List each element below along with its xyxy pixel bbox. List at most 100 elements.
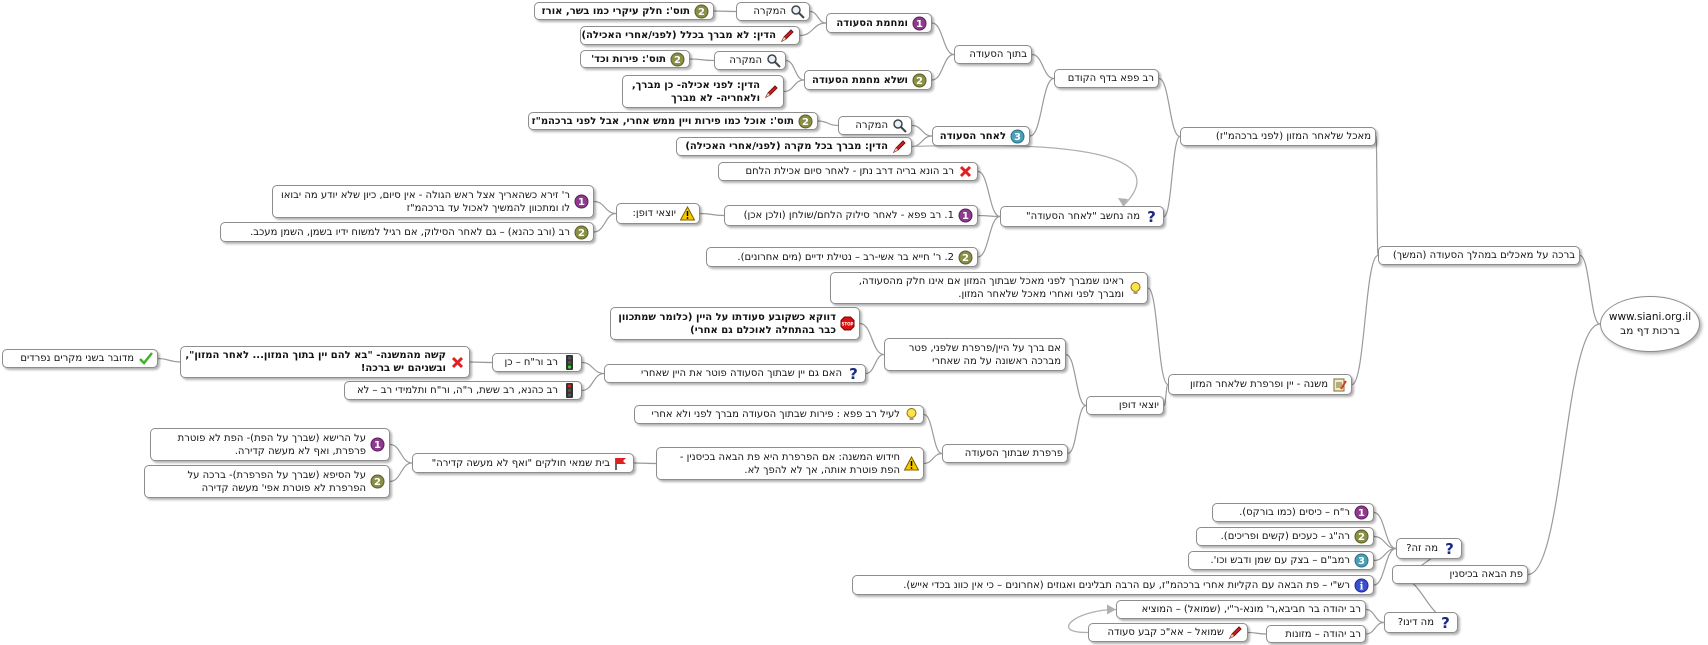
connector-2 <box>1375 135 1379 257</box>
connector-39 <box>389 462 413 483</box>
number-3-icon: 3 <box>1354 553 1369 568</box>
umachmat-mikre[interactable]: המקרה <box>736 2 810 21</box>
leachar-mikre[interactable]: המקרה <box>838 116 912 135</box>
svg-text:1: 1 <box>1358 508 1365 519</box>
connector-13 <box>785 59 805 81</box>
svg-text:1: 1 <box>962 211 969 222</box>
veshelo-mikre[interactable]: המקרה <box>714 51 786 70</box>
im-barach[interactable]: אם ברך על היין/פרפרת שלפני, פטר מברכה רא… <box>884 338 1066 371</box>
question-icon: ? <box>1144 208 1159 226</box>
svg-text:?: ? <box>849 366 858 381</box>
connector-27 <box>1065 353 1087 407</box>
red-cross-icon <box>958 164 973 179</box>
number-1-icon: 1 <box>1354 505 1369 520</box>
connector-21 <box>977 215 1001 258</box>
red-cross-icon <box>450 355 465 370</box>
connector-16 <box>911 124 933 137</box>
topic-parperet[interactable]: פרפרת שבתוך הסעודה <box>942 444 1068 463</box>
veshelo-din[interactable]: הדין: לפני אכילה- כן מברך, ולאחריה- לא מ… <box>622 75 784 108</box>
relationship-arrow-2 <box>1067 608 1117 634</box>
connector-24 <box>593 212 617 233</box>
number-2-icon: 2 <box>670 52 685 67</box>
connector-35 <box>923 413 943 455</box>
question-icon: ? <box>1442 540 1457 558</box>
topic-maachal-sheleachar[interactable]: מאכל שלאחר המזון (לפני ברכהמ"ז) <box>1180 127 1376 146</box>
umachmat-din[interactable]: הדין: לא מברך בכלל (לפני/אחרי האכילה) <box>580 26 800 45</box>
rav-yehuda-bar-chaviva[interactable]: רב יהודה בר חביבא,ר' מונא-ר"י, (שמואל) –… <box>1116 600 1366 619</box>
beit-shamai[interactable]: בית שמאי חולקים "ואף לא מעשה קדירה" <box>412 453 634 473</box>
chidush-hamishna[interactable]: חידוש המשנה: אם הפרפרת היא פת הבאה בכיסנ… <box>656 447 924 480</box>
connector-43 <box>1373 535 1397 550</box>
kashe-mimishna[interactable]: קשה מהמשנה- "בא להם יין בתוך המזון... לא… <box>180 346 470 378</box>
number-1-icon: 1 <box>958 208 973 223</box>
connector-28 <box>1067 404 1087 455</box>
svg-text:2: 2 <box>962 253 969 264</box>
leil-rav-papa[interactable]: לעיל רב פפא : פירות שבתוך הסעודה מברך לפ… <box>634 405 924 424</box>
connector-4 <box>1158 77 1181 138</box>
connector-48 <box>1247 631 1267 635</box>
svg-text:2: 2 <box>698 7 705 18</box>
svg-text:2: 2 <box>674 55 681 66</box>
rav-verch-ken[interactable]: רב ור"ח – כן <box>492 353 582 372</box>
topic-mah-dino[interactable]: ?מה דינו? <box>1384 612 1458 633</box>
root-topic[interactable]: www.siani.org.il ברכות דף מב <box>1600 296 1700 352</box>
topic-pat-haba-bekisnin[interactable]: פת הבאה בכיסנין <box>1392 565 1528 584</box>
rav-kahana-lo[interactable]: רב כהנא, רב ששת, ר"ה, ור"ח ותלמידי רב – … <box>344 381 582 400</box>
topic-bracha-al-maachalim[interactable]: ברכה על מאכלים במהלך הסעודה (המשך) <box>1378 246 1580 265</box>
connector-0 <box>1579 254 1601 325</box>
connector-34 <box>157 357 181 363</box>
relationship-arrow-2-head <box>1107 604 1116 615</box>
connector-33 <box>469 361 493 364</box>
topic-mishna-yayin[interactable]: משנה - יין ופרפרת שלאחר המזון <box>1168 374 1352 395</box>
topic-yotzei-dofen-2[interactable]: יוצאי דופן <box>1086 396 1164 415</box>
topic-betoch-haseuda[interactable]: בתוך הסעודה <box>954 45 1032 64</box>
number-2-icon: 2 <box>370 474 385 489</box>
haim-gam-yayin[interactable]: ?האם גם יין שבתוך הסעודה פוטר את היין שא… <box>604 364 866 383</box>
magnifier-icon <box>790 4 805 19</box>
connector-38 <box>389 443 413 464</box>
warning-icon <box>679 205 696 221</box>
rainu[interactable]: ראינו שמברך לפני מאכל שבתוך המזון אם אינ… <box>830 272 1148 304</box>
pencil-icon <box>780 28 795 43</box>
warning-icon <box>903 455 920 471</box>
svg-text:STOP: STOP <box>842 322 854 327</box>
svg-text:3: 3 <box>1358 556 1365 567</box>
leachar-din[interactable]: הדין: מברך בכל מקרה (לפני/אחרי האכילה) <box>676 137 912 156</box>
rav-huna[interactable]: רב הונא בריה דרב נתן - לאחר סיום אכילת ה… <box>718 162 978 181</box>
number-2-icon: 2 <box>912 73 927 88</box>
memo-icon <box>1332 377 1347 392</box>
topic-mah-nechshav[interactable]: ?מה נחשב "לאחר הסעודה" <box>1000 206 1164 227</box>
connector-6 <box>1031 53 1055 80</box>
medubar-bishnei[interactable]: מדובר בשני מקרים נפרדים <box>2 349 158 368</box>
rav-yehuda-mezonot[interactable]: רב יהודה – מזונות <box>1266 625 1366 643</box>
yotzei-dofen-1[interactable]: יוצאי דופן: <box>616 203 700 224</box>
shmuel-kava-seuda[interactable]: שמואל – אא"כ קבע סעודה <box>1088 623 1248 642</box>
connector-25 <box>1147 287 1169 386</box>
connector-36 <box>923 452 943 465</box>
topic-rav-papa[interactable]: רב פפא בדף הקודם <box>1054 69 1159 88</box>
connector-37 <box>633 462 657 465</box>
connector-3 <box>1351 254 1379 386</box>
svg-text:?: ? <box>1147 209 1156 224</box>
connector-46 <box>1365 608 1385 624</box>
connector-7 <box>1029 77 1055 137</box>
traffic-light-icon <box>562 355 577 370</box>
topic-mah-zeh[interactable]: ?מה זה? <box>1396 538 1462 559</box>
